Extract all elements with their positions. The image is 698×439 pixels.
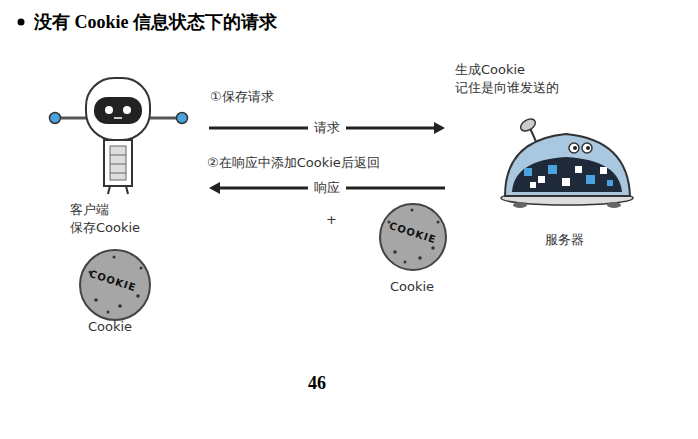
annotation-label: ②在响应中添加Cookie后返回 <box>207 155 380 171</box>
node-text: 服务器 <box>545 232 584 248</box>
page-title: 没有 Cookie 信息状态下的请求 <box>34 10 277 34</box>
annotation-label: Cookie <box>390 279 434 295</box>
client-node: 客户端保存Cookie <box>36 60 206 242</box>
page-number: 46 <box>308 375 326 391</box>
connector-label: 响应 <box>308 180 346 196</box>
node-text: 保存Cookie <box>70 220 140 236</box>
annotation-label: + <box>326 212 337 228</box>
node-text: 客户端 <box>70 202 109 218</box>
server-node: 生成Cookie 记住是向谁发送的服务器 <box>448 58 638 253</box>
cookie-text: COOKIE <box>387 218 438 248</box>
annotation-label: ①保存请求 <box>210 89 274 105</box>
node-text: 记住是向谁发送的 <box>455 80 559 96</box>
cookie-picture <box>80 250 150 320</box>
connector-label: 请求 <box>308 120 346 136</box>
node-text: 生成Cookie <box>455 62 525 78</box>
client-robot <box>50 78 188 194</box>
server-robot <box>501 117 633 208</box>
bullet-dot <box>18 19 25 26</box>
cookie-text: COOKIE <box>87 266 138 296</box>
cookie-picture <box>380 204 446 270</box>
annotation-label: Cookie <box>88 319 132 335</box>
